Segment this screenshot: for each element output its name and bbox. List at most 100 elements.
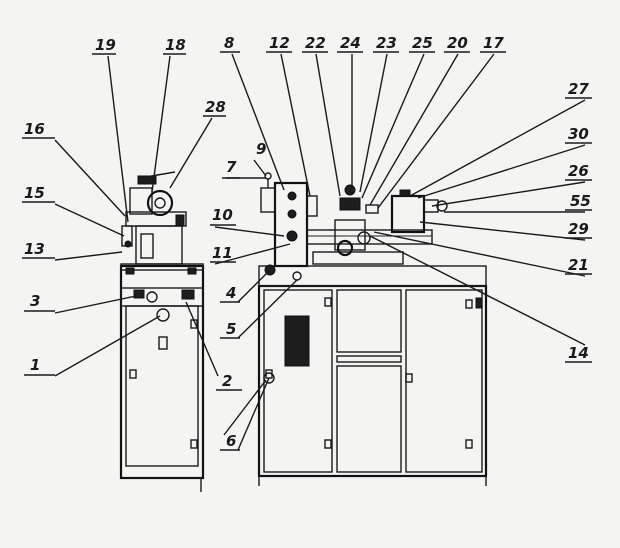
callout-27: 27 bbox=[568, 80, 589, 98]
callout-22: 22 bbox=[305, 34, 326, 52]
grinder-slide bbox=[140, 233, 154, 259]
leader-28 bbox=[169, 117, 213, 189]
callout-14: 14 bbox=[568, 344, 589, 362]
leader-25 bbox=[361, 53, 425, 199]
callout-3: 3 bbox=[30, 292, 40, 310]
lathe-right-door bbox=[405, 289, 483, 473]
callout-25: 25 bbox=[412, 34, 433, 52]
headstock-knob-1 bbox=[287, 191, 297, 201]
left-knob bbox=[146, 291, 158, 303]
leader-19 bbox=[107, 55, 129, 223]
callout-15: 15 bbox=[24, 184, 45, 202]
lathe-side-handle bbox=[475, 297, 483, 309]
callout-28: 28 bbox=[205, 98, 226, 116]
left-cabinet bbox=[119, 264, 205, 480]
cross-slide bbox=[365, 204, 379, 214]
left-door-plate bbox=[158, 336, 168, 350]
left-block-a bbox=[125, 267, 135, 275]
tailstock-quill bbox=[423, 199, 439, 213]
lathe-chip-tray bbox=[258, 265, 487, 287]
lathe-base bbox=[257, 284, 488, 478]
callout-18: 18 bbox=[165, 36, 186, 54]
lathe-left-door bbox=[263, 289, 333, 473]
leader-1 bbox=[54, 315, 161, 377]
leader-27 bbox=[409, 99, 586, 197]
callout-labels: 19 18 28 16 15 13 3 1 2 8 12 22 24 23 25… bbox=[22, 34, 592, 451]
callout-29: 29 bbox=[568, 220, 589, 238]
carriage-handwheel bbox=[336, 239, 354, 257]
callout-10: 10 bbox=[212, 206, 233, 224]
left-switch-b bbox=[181, 289, 195, 300]
leader-22 bbox=[315, 53, 341, 197]
callout-13: 13 bbox=[24, 240, 45, 258]
leader-4 bbox=[237, 269, 271, 303]
callout-12: 12 bbox=[269, 34, 290, 52]
callout-55: 55 bbox=[570, 192, 591, 210]
callout-8: 8 bbox=[224, 34, 234, 52]
lathe-center-top bbox=[336, 289, 402, 353]
leader-26 bbox=[431, 181, 586, 207]
leader-17 bbox=[377, 53, 495, 209]
bed-apron-rail bbox=[312, 251, 404, 265]
grinder-clamp bbox=[175, 214, 185, 226]
chuck bbox=[306, 195, 318, 217]
left-latch-bottom bbox=[190, 439, 198, 449]
callout-5: 5 bbox=[226, 320, 236, 338]
lathe-machine bbox=[257, 172, 488, 486]
lathe-knob-5 bbox=[292, 271, 302, 281]
left-control-panel bbox=[120, 287, 204, 307]
leader-8 bbox=[231, 53, 285, 191]
leader-lines bbox=[54, 53, 586, 451]
leader-2 bbox=[185, 301, 219, 377]
left-block-b bbox=[187, 267, 197, 275]
leader-21 bbox=[373, 231, 586, 277]
lathe-bed bbox=[306, 229, 433, 245]
leader-20 bbox=[369, 53, 459, 206]
callout-1: 1 bbox=[30, 356, 40, 374]
callout-21: 21 bbox=[568, 256, 589, 274]
grinder-hub bbox=[154, 197, 166, 209]
callout-2: 2 bbox=[222, 372, 232, 390]
leader-13 bbox=[54, 251, 123, 261]
lathe-latch-2 bbox=[405, 373, 413, 383]
callout-7: 7 bbox=[226, 158, 237, 176]
callout-11: 11 bbox=[212, 244, 233, 262]
tailstock bbox=[390, 194, 426, 234]
headstock bbox=[273, 181, 309, 268]
callout-20: 20 bbox=[447, 34, 468, 52]
lathe-hinge-4 bbox=[465, 439, 473, 449]
callout-6: 6 bbox=[226, 432, 236, 450]
callout-23: 23 bbox=[376, 34, 397, 52]
tool-post-handle bbox=[344, 184, 356, 196]
callout-19: 19 bbox=[95, 36, 116, 54]
cross-slide-wheel bbox=[357, 231, 371, 245]
lathe-hinge-3 bbox=[465, 299, 473, 309]
headstock-cover bbox=[260, 187, 276, 213]
callout-4: 4 bbox=[225, 284, 236, 302]
leader-6 bbox=[237, 377, 270, 451]
leader-30 bbox=[417, 144, 586, 199]
lathe-info-plate bbox=[284, 315, 310, 367]
leader-15 bbox=[54, 203, 125, 237]
leader-3 bbox=[54, 295, 137, 314]
grinder-bridge bbox=[125, 211, 187, 227]
leader-5 bbox=[237, 279, 298, 339]
headstock-knob-3 bbox=[286, 230, 298, 242]
headstock-knob-2 bbox=[287, 209, 297, 219]
leader-23 bbox=[359, 53, 388, 193]
grinder-motor bbox=[129, 187, 153, 215]
tool-post bbox=[339, 197, 361, 211]
grinder-wheel bbox=[146, 189, 174, 217]
callout-26: 26 bbox=[568, 162, 589, 180]
tailstock-lock bbox=[399, 189, 411, 197]
grinder-handle bbox=[137, 175, 157, 185]
pedal-rod bbox=[223, 379, 267, 436]
lathe-center-rail bbox=[336, 355, 402, 363]
lathe-pedal bbox=[263, 372, 275, 384]
callout-30: 30 bbox=[568, 125, 589, 143]
leader-12 bbox=[280, 53, 311, 197]
leader-18 bbox=[151, 55, 171, 193]
leader-9 bbox=[253, 159, 267, 177]
grinder-adjust-screw bbox=[124, 240, 132, 248]
